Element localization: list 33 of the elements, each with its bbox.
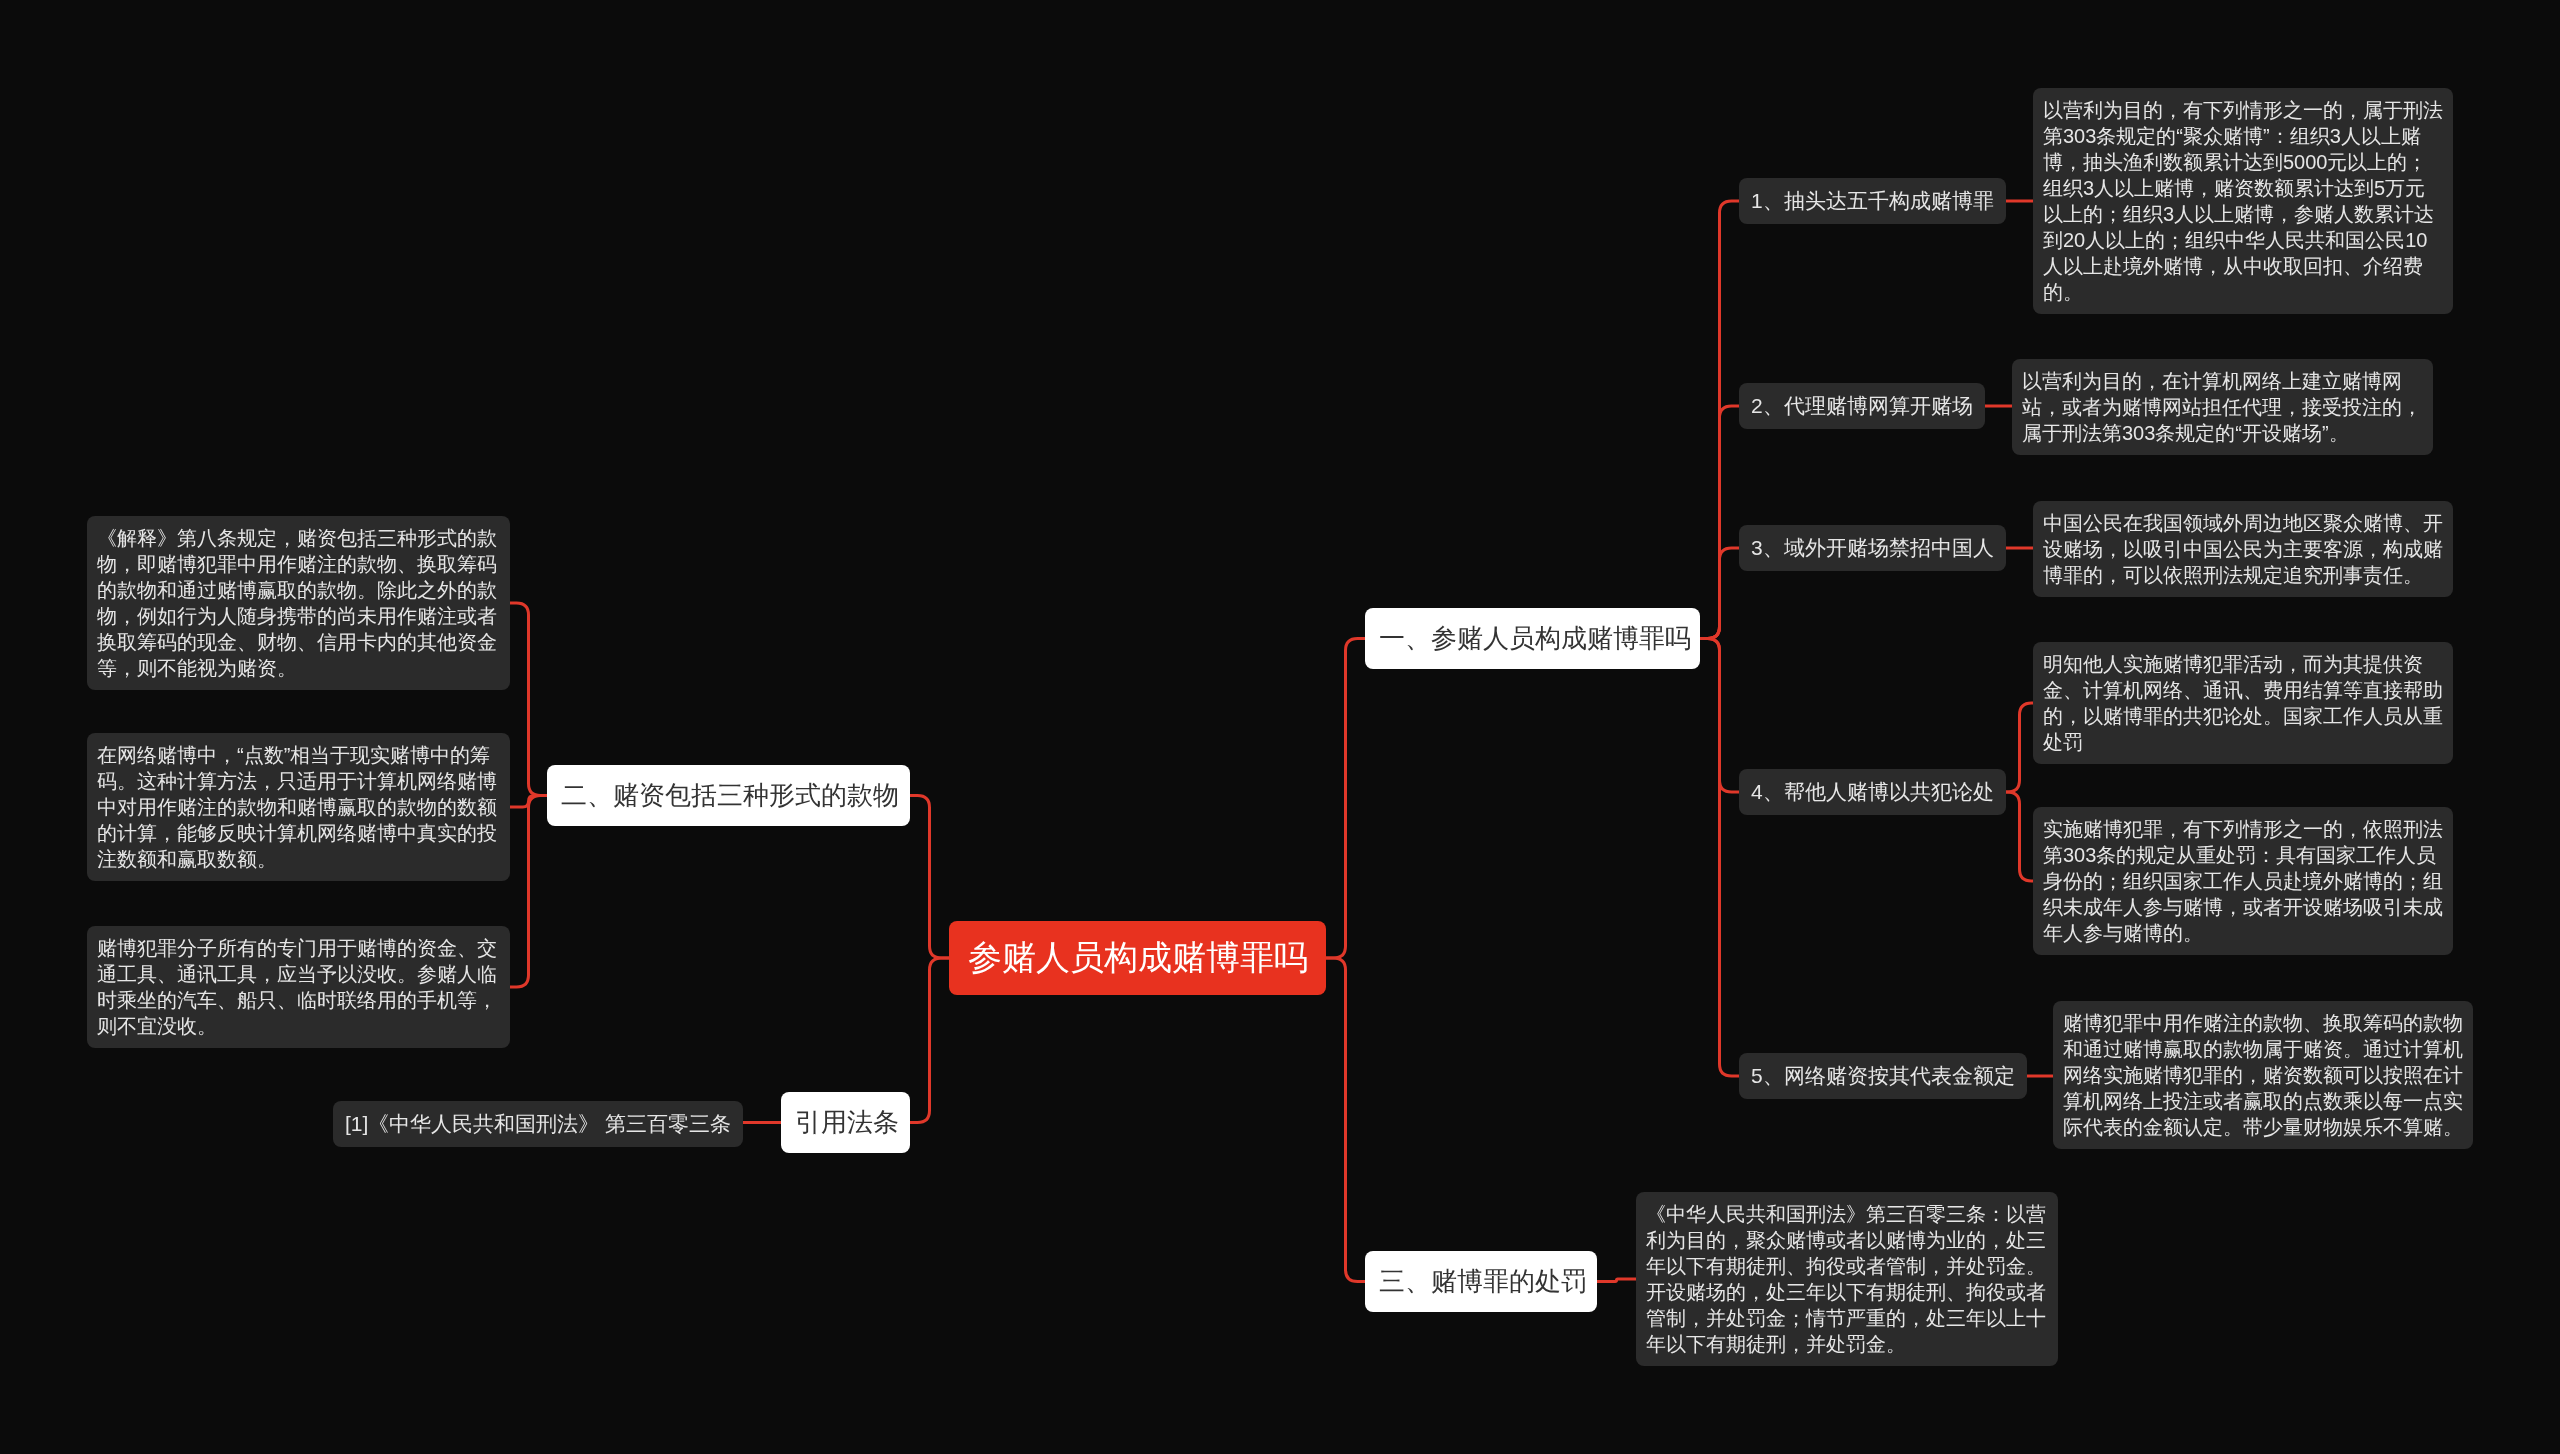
subtopic-box: 3、域外开赌场禁招中国人 xyxy=(1739,525,2006,571)
note-box: 在网络赌博中，“点数”相当于现实赌博中的筹码。这种计算方法，只适用于计算机网络赌博中对用作赌注的款物和赌博赢取的款物的数额的计算，能够反映计算机网络赌博中真实的投注数额和赢取数额。 xyxy=(87,733,510,881)
note-box: 《解释》第八条规定，赌资包括三种形式的款物，即赌博犯罪中用作赌注的款物、换取筹码的款物和通过赌博赢取的款物。除此之外的款物，例如行为人随身携带的尚未用作赌注或者换取筹码的现金、财物、信用卡内的其他资金等，则不能视为赌资。 xyxy=(87,516,510,690)
note-box: 赌博犯罪分子所有的专门用于赌博的资金、交通工具、通讯工具，应当予以没收。参赌人临时乘坐的汽车、船只、临时联络用的手机等，则不宜没收。 xyxy=(87,926,510,1048)
note-box: 中国公民在我国领域外周边地区聚众赌博、开设赌场，以吸引中国公民为主要客源，构成赌博罪的，可以依照刑法规定追究刑事责任。 xyxy=(2033,501,2453,597)
central-topic-box: 参赌人员构成赌博罪吗 xyxy=(949,921,1326,995)
connector-line xyxy=(1700,637,1739,1078)
connector-line xyxy=(2006,546,2033,550)
subtopic-box: 4、帮他人赌博以共犯论处 xyxy=(1739,769,2006,815)
topic-box: 一、参赌人员构成赌博罪吗 xyxy=(1365,607,1700,669)
subtopic-box: 1、抽头达五千构成赌博罪 xyxy=(1739,178,2006,224)
note-box: 赌博犯罪中用作赌注的款物、换取筹码的款物和通过赌博赢取的款物属于赌资。通过计算机网络实施赌博犯罪的，赌资数额可以按照在计算机网络上投注或者赢取的点数乘以每一点实际代表的金额认定。带少量财物娱乐不算赌。 xyxy=(2053,1001,2473,1149)
topic-box: 引用法条 xyxy=(781,1091,910,1153)
note-box: 以营利为目的，在计算机网络上建立赌博网站，或者为赌博网站担任代理，接受投注的，属于刑法第303条规定的“开设赌场”。 xyxy=(2012,359,2433,455)
note-box: 《中华人民共和国刑法》第三百零三条：以营利为目的，聚众赌博或者以赌博为业的，处三年以下有期徒刑、拘役或者管制，并处罚金。开设赌场的，处三年以下有期徒刑、拘役或者管制，并处罚金；情节严重的，处三年以上十年以下有期徒刑，并处罚金。 xyxy=(1636,1192,2058,1366)
connector-line xyxy=(743,1121,781,1124)
subtopic-box: 2、代理赌博网算开赌场 xyxy=(1739,383,1985,429)
connector-line xyxy=(2027,1074,2053,1078)
subtopic-box: 5、网络赌资按其代表金额定 xyxy=(1739,1053,2027,1099)
topic-box: 三、赌博罪的处罚 xyxy=(1365,1250,1597,1312)
note-box: 实施赌博犯罪，有下列情形之一的，依照刑法第303条的规定从重处罚：具有国家工作人员身份的；组织国家工作人员赴境外赌博的；组织未成年人参与赌博，或者开设赌场吸引未成年人参与赌博的。 xyxy=(2033,807,2453,955)
topic-box: 二、赌资包括三种形式的款物 xyxy=(547,764,910,826)
note-box: 以营利为目的，有下列情形之一的，属于刑法第303条规定的“聚众赌博”：组织3人以上赌博，抽头渔利数额累计达到5000元以上的；组织3人以上赌博，赌资数额累计达到5万元以上的；组织3人以上赌博，参赌人数累计达到20人以上的；组织中华人民共和国公民10人以上赴境外赌博，从中收取回扣、介绍费的。 xyxy=(2033,88,2453,314)
connector-line xyxy=(1985,404,2012,408)
connector-line xyxy=(1326,956,1365,1283)
connector-line xyxy=(2006,199,2033,203)
connector-line xyxy=(510,794,547,989)
connector-line xyxy=(910,956,949,1124)
connector-line xyxy=(2005,701,2034,794)
note-box: 明知他人实施赌博犯罪活动，而为其提供资金、计算机网络、通讯、费用结算等直接帮助的，以赌博罪的共犯论处。国家工作人员从重处罚 xyxy=(2033,642,2453,764)
connector-line xyxy=(1597,1277,1636,1283)
citation-box: [1]《中华人民共和国刑法》 第三百零三条 xyxy=(333,1101,744,1147)
connector-line xyxy=(2005,790,2034,883)
